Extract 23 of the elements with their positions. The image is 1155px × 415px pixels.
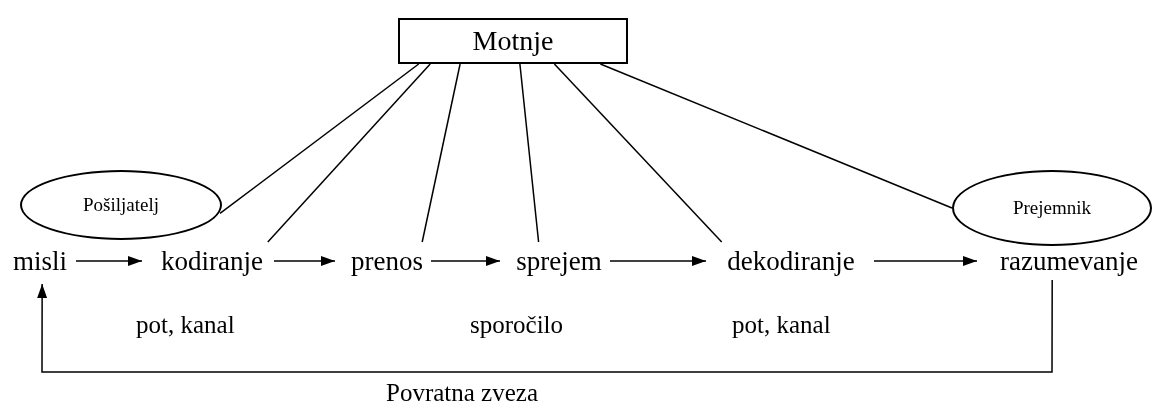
step-text: misli [4, 242, 76, 280]
actor-ellipse: Pošiljatelj [20, 170, 222, 240]
channel-label: pot, kanal [732, 312, 831, 337]
arrow [873, 256, 978, 266]
connector-line [219, 63, 420, 215]
connector-line [599, 63, 953, 209]
connector-line [519, 63, 540, 243]
connector-line [421, 63, 461, 243]
channel-label: sporočilo [470, 312, 564, 337]
arrow [430, 256, 501, 266]
connector-line [553, 63, 723, 243]
arrow [37, 279, 1053, 373]
arrow [273, 256, 336, 266]
channel-label: pot, kanal [136, 312, 235, 337]
arrow [609, 256, 707, 266]
arrow [75, 256, 143, 266]
step-text: prenos [343, 242, 431, 280]
step-text: kodiranje [150, 242, 274, 280]
step-text: sprejem [508, 242, 610, 280]
step-text: dekodiranje [714, 242, 868, 280]
process-box: Motnje [398, 18, 628, 64]
connector-line [267, 63, 431, 243]
actor-ellipse: Prejemnik [952, 170, 1152, 246]
